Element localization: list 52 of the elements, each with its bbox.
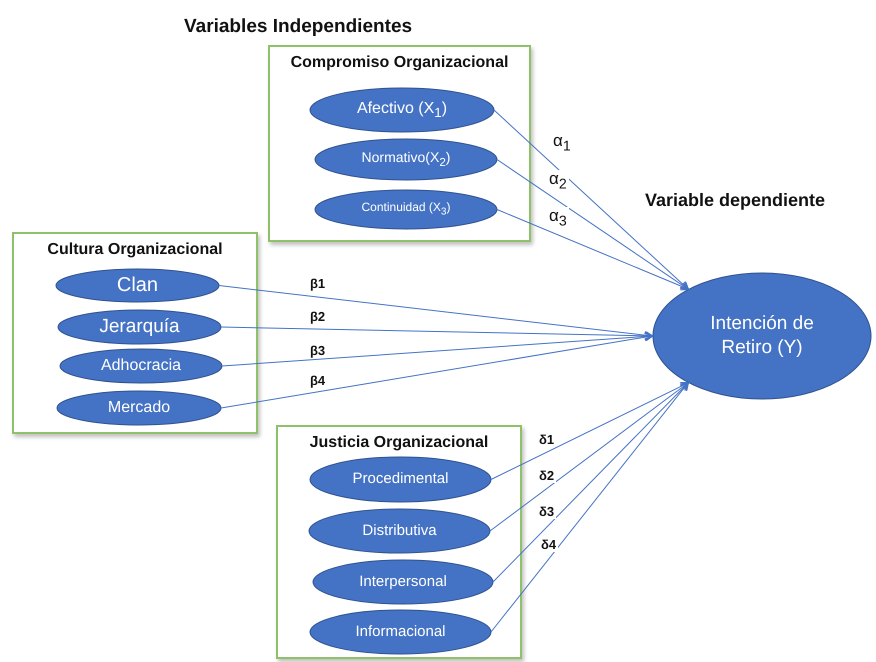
edge-label: δ2: [537, 469, 556, 484]
edge-label: α$_{2}$: [547, 170, 569, 193]
variable-ellipse: [314, 189, 498, 230]
arrow: [496, 209, 690, 291]
variable-label: Interpersonal: [359, 572, 447, 592]
variable-label: Afectivo (X$_{1}$): [356, 98, 448, 122]
variable-ellipse: [309, 609, 492, 655]
section-heading: Variable dependiente: [645, 190, 826, 211]
variable-ellipse: [57, 309, 222, 345]
edge-label: β2: [308, 310, 328, 324]
edge-label: α$_{3}$: [547, 207, 569, 230]
arrow: [490, 382, 690, 632]
edge-label: δ3: [537, 505, 556, 520]
variable-label: Adhocracia: [100, 356, 182, 376]
variable-ellipse: [312, 559, 494, 605]
arrow: [496, 159, 690, 290]
variable-label: Distributiva: [362, 522, 437, 540]
section-heading: Variables Independientes: [184, 16, 412, 38]
variable-label: Procedimental: [352, 470, 448, 489]
arrow: [490, 382, 690, 532]
group-heading: Compromiso Organizacional: [290, 54, 510, 72]
edge-label: β3: [308, 344, 328, 358]
group-box: [276, 425, 522, 659]
edge-label: β4: [308, 374, 328, 388]
group-heading: Justicia Organizacional: [308, 434, 490, 452]
edge-label: δ4: [539, 538, 558, 552]
variable-label: Continuidad (X$_{3}$): [362, 200, 450, 219]
group-box: [12, 232, 258, 434]
variable-ellipse: [314, 138, 498, 181]
variable-ellipse: [56, 390, 222, 426]
variable-label: Clan: [116, 273, 158, 298]
variable-ellipse: [309, 87, 495, 133]
arrow: [494, 110, 690, 290]
edge-label: δ1: [537, 433, 556, 448]
variable-ellipse: [55, 268, 220, 303]
arrow: [490, 382, 690, 480]
variable-label: Intención de Retiro (Y): [709, 312, 815, 360]
arrow: [222, 332, 654, 366]
variable-label: Mercado: [108, 398, 170, 418]
variable-label: Jerarquía: [99, 315, 180, 339]
variable-label: Normativo(X$_{2}$): [362, 148, 450, 170]
variable-ellipse: [308, 508, 491, 554]
arrow: [220, 332, 654, 408]
variable-ellipse: [652, 272, 872, 400]
variable-label: Informacional: [355, 622, 446, 642]
edge-label: β1: [308, 277, 328, 292]
variable-ellipse: [59, 348, 223, 384]
arrow: [492, 382, 690, 582]
arrow: [218, 285, 654, 340]
group-box: [268, 45, 531, 242]
group-heading: Cultura Organizacional: [46, 241, 224, 259]
variable-ellipse: [309, 456, 492, 503]
